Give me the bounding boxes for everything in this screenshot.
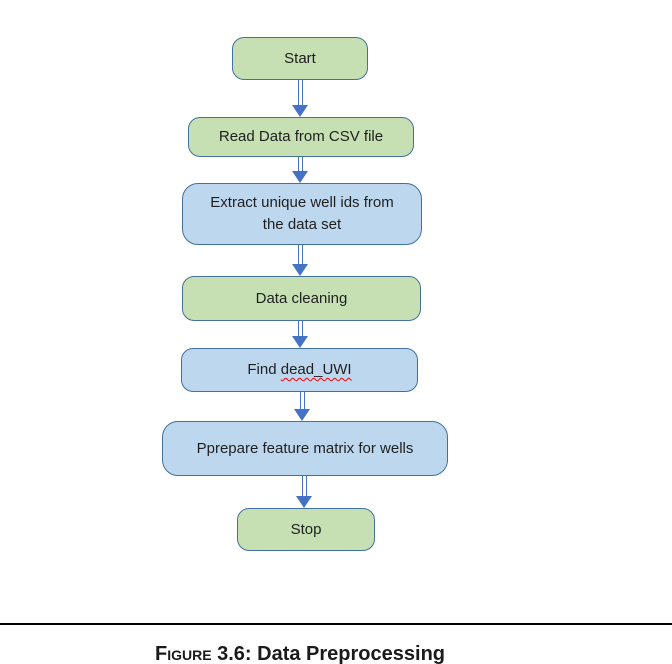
find-label-prefix: Find: [247, 361, 277, 379]
arrow-cleaning-to-find: [292, 321, 308, 348]
arrow-head-icon: [292, 105, 308, 117]
arrow-read-to-extract: [292, 157, 308, 183]
flow-node-data-cleaning-label: Data cleaning: [255, 289, 348, 307]
find-label-misspelled-term: dead_UWI: [280, 361, 352, 379]
arrow-shaft: [297, 245, 303, 264]
figure-caption-word: Figure: [155, 643, 212, 664]
flow-node-find-dead-uwi: Find dead_UWI: [181, 348, 418, 392]
flow-node-prepare-matrix: Pprepare feature matrix for wells: [162, 421, 448, 476]
arrow-find-to-prepare: [294, 392, 310, 421]
arrow-extract-to-cleaning: [292, 245, 308, 276]
arrow-start-to-read: [292, 80, 308, 117]
flow-node-stop: Stop: [237, 508, 375, 551]
arrow-head-icon: [296, 496, 312, 508]
arrow-shaft: [301, 476, 307, 496]
flow-node-start: Start: [232, 37, 368, 80]
flow-node-data-cleaning: Data cleaning: [182, 276, 421, 321]
arrow-shaft: [297, 80, 303, 105]
arrow-shaft: [297, 157, 303, 171]
flow-node-read-csv: Read Data from CSV file: [188, 117, 414, 157]
flow-node-prepare-matrix-label: Pprepare feature matrix for wells: [196, 439, 414, 457]
figure-caption-text: 3.6: Data Preprocessing: [217, 643, 445, 664]
arrow-head-icon: [292, 336, 308, 348]
flow-node-find-dead-uwi-label: Find dead_UWI: [247, 359, 351, 381]
arrow-prepare-to-stop: [296, 476, 312, 508]
arrow-head-icon: [294, 409, 310, 421]
arrow-shaft: [297, 321, 303, 336]
flow-node-extract-ids: Extract unique well ids from the data se…: [182, 183, 422, 245]
flow-node-read-csv-label: Read Data from CSV file: [218, 128, 384, 146]
arrow-head-icon: [292, 264, 308, 276]
arrow-shaft: [299, 392, 305, 409]
flow-node-start-label: Start: [284, 49, 316, 67]
flow-node-extract-ids-label: Extract unique well ids from the data se…: [210, 194, 394, 233]
flow-node-stop-label: Stop: [290, 520, 322, 538]
arrow-head-icon: [292, 171, 308, 183]
figure-caption: Figure 3.6: Data Preprocessing: [0, 643, 600, 664]
page-divider-rule: [0, 623, 672, 625]
